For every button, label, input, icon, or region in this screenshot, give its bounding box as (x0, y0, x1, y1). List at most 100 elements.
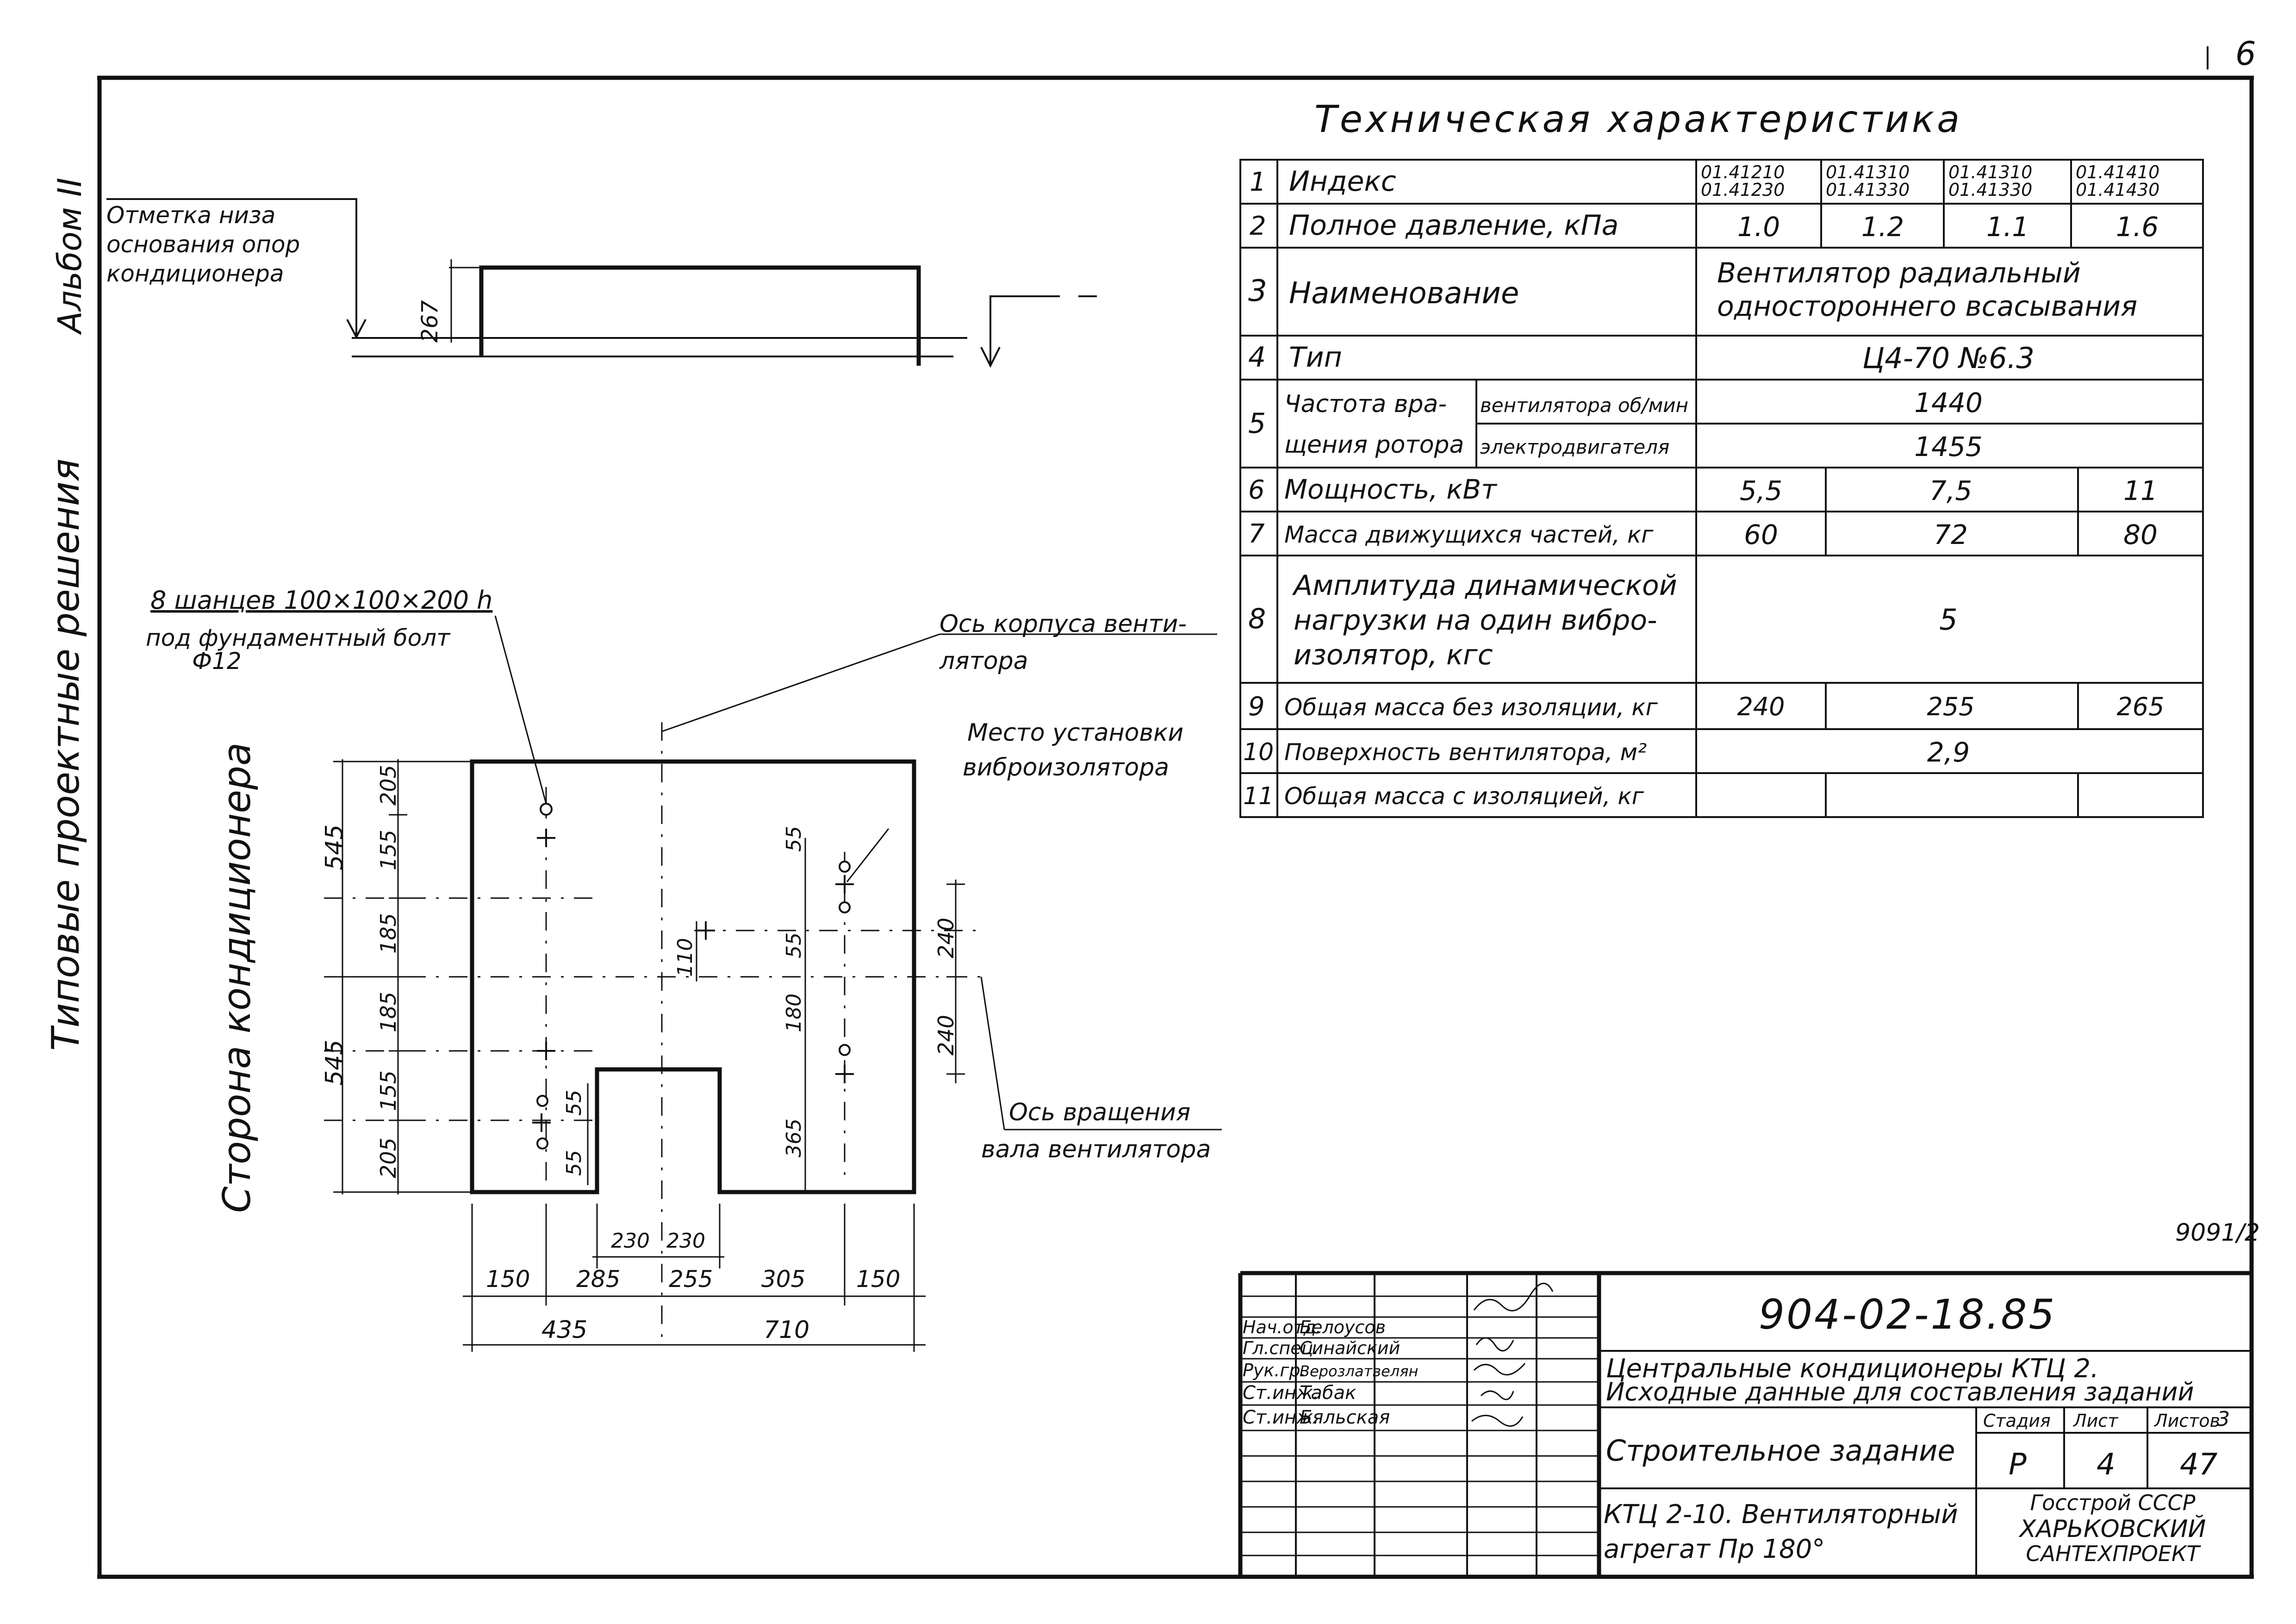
org-line2: ХАРЬКОВСКИЙ (2018, 1515, 2206, 1543)
left-dim-545-lower: 545 (321, 1040, 348, 1086)
elevation-note-line3: кондиционера (106, 260, 284, 287)
row-2-label: Полное давление, кПа (1289, 209, 1618, 242)
row-5-value-fan: 1440 (1914, 387, 1983, 418)
conditioner-side-label: Сторона кондиционера (215, 743, 259, 1213)
isolator-label-line1: Место установки (967, 719, 1183, 747)
drawing-title-line2: агрегат Пр 180° (1604, 1534, 1825, 1564)
stage-label: Стадия (1983, 1411, 2051, 1431)
inner-dim-55-a: 55 (562, 1090, 586, 1116)
signature-name-2: Синайский (1300, 1338, 1400, 1358)
project-line2: Исходные данные для составления заданий (1606, 1377, 2194, 1406)
row-11-label: Общая масса с изоляцией, кг (1284, 783, 1644, 810)
row-5-number: 5 (1248, 407, 1266, 440)
row-6-value-3: 11 (2123, 475, 2158, 506)
row-6-label: Мощность, кВт (1284, 474, 1498, 505)
row-8-number: 8 (1248, 603, 1266, 635)
title-block: Нач.отд. Белоусов Гл.спец. Синайский Рук… (1238, 1271, 2252, 1577)
bottom-chain-150-right: 150 (856, 1266, 900, 1293)
signature-name-1: Белоусов (1300, 1317, 1386, 1337)
row-5-label: Частота вра-щения ротора (1284, 390, 1464, 459)
anchor-note-line2: под фундаментный болт (146, 625, 451, 651)
signature-role-2: Гл.спец. (1243, 1338, 1319, 1358)
left-dim-545-upper: 545 (321, 824, 348, 870)
bottom-chain-150-left: 150 (486, 1266, 530, 1293)
org-line1: Госстрой СССР (2030, 1490, 2195, 1515)
inner-dim-55-c: 55 (782, 826, 806, 852)
row-5-sublabel-motor: электродвигателя (1480, 436, 1669, 458)
inner-dim-180: 180 (782, 993, 806, 1032)
casing-axis-line1: Ось корпуса венти- (940, 610, 1187, 638)
inner-dim-55-b: 55 (562, 1150, 586, 1176)
row-6-value-1: 5,5 (1740, 475, 1782, 506)
left-chain-155-bottom: 155 (376, 1070, 401, 1111)
row-2-value-3: 1.1 (1986, 211, 2029, 243)
elevation-note-line2: основания опор (106, 231, 300, 258)
notch-dim-230-left: 230 (611, 1229, 650, 1253)
signature-name-3: Верозлатвелян (1300, 1362, 1418, 1380)
row-4-label: Тип (1289, 341, 1342, 374)
row-9-label: Общая масса без изоляции, кг (1284, 694, 1658, 721)
row-7-value-1: 60 (1744, 519, 1778, 550)
row-9-value-3: 265 (2116, 692, 2164, 721)
tech-spec-table: Техническая характеристика 1 2 3 4 5 6 (1239, 98, 2204, 818)
row-1-label: Индекс (1289, 165, 1396, 198)
bottom-chain-255: 255 (669, 1266, 713, 1293)
elevation-view: Отметка низа основания опор кондиционера… (106, 198, 1097, 368)
notch-dim-230-right: 230 (666, 1229, 705, 1253)
page-corner: 3 (2217, 1407, 2230, 1431)
shaft-axis-line2: вала вентилятора (981, 1136, 1211, 1163)
row-7-value-3: 80 (2123, 519, 2158, 550)
signature-name-4: Табак (1300, 1382, 1356, 1404)
row-2-number: 2 (1250, 211, 1266, 241)
row-3-number: 3 (1248, 274, 1267, 308)
left-chain-205-bottom: 205 (376, 1137, 401, 1178)
row-5-sublabel-fan: вентилятора об/мин (1480, 394, 1688, 417)
row-9-number: 9 (1248, 692, 1265, 722)
plan-view: 545 545 205 155 185 185 155 205 55 55 55… (146, 586, 1222, 1352)
row-9-value-1: 240 (1737, 692, 1785, 721)
bottom-total-710: 710 (764, 1316, 809, 1344)
sheet-value: 4 (2097, 1448, 2116, 1482)
series-label: Типовые проектные решения (44, 459, 88, 1051)
signature-role-5: Ст.инж. (1243, 1407, 1319, 1428)
isolator-label-line2: виброизолятора (963, 754, 1169, 781)
left-chain-155-top: 155 (376, 830, 401, 870)
sheets-label: Листов (2153, 1411, 2220, 1431)
row-1-number: 1 (1250, 167, 1266, 197)
bottom-total-435: 435 (541, 1316, 587, 1344)
bottom-chain-305: 305 (761, 1266, 805, 1293)
row-7-label: Масса движущихся частей, кг (1284, 521, 1654, 548)
shaft-axis-line1: Ось вращения (1009, 1099, 1190, 1126)
row-2-value-1: 1.0 (1737, 211, 1780, 243)
elevation-dim-267: 267 (417, 300, 443, 343)
left-chain-185-bottom: 185 (376, 992, 401, 1032)
org-line3: САНТЕХПРОЕКТ (2026, 1541, 2201, 1566)
row-4-value: Ц4-70 №6.3 (1862, 341, 2035, 375)
drawing-title-line1: КТЦ 2-10. Вентиляторный (1604, 1499, 1958, 1530)
left-chain-205-top: 205 (376, 765, 401, 806)
stage-value: Р (2009, 1448, 2027, 1482)
row-10-value: 2,9 (1927, 737, 1970, 768)
album-label: Альбом II (51, 178, 89, 335)
signature-role-4: Ст.инж. (1243, 1382, 1319, 1404)
row-6-value-2: 7,5 (1929, 475, 1972, 506)
sheet-title: Строительное задание (1606, 1434, 1955, 1468)
bottom-chain-285: 285 (576, 1266, 620, 1293)
left-chain-185-top: 185 (376, 913, 401, 954)
inner-dim-110: 110 (673, 938, 697, 977)
row-8-value: 5 (1939, 603, 1957, 637)
sheets-value: 47 (2180, 1448, 2218, 1482)
sheet-label: Лист (2072, 1411, 2119, 1431)
signature-role-3: Рук.гр. (1243, 1360, 1306, 1380)
row-9-value-2: 255 (1927, 692, 1974, 721)
row-2-value-4: 1.6 (2116, 211, 2159, 243)
sheet-corner-number: 6 (2235, 35, 2256, 73)
anchor-note-line3: Ф12 (192, 648, 242, 675)
row-4-number: 4 (1248, 341, 1266, 374)
